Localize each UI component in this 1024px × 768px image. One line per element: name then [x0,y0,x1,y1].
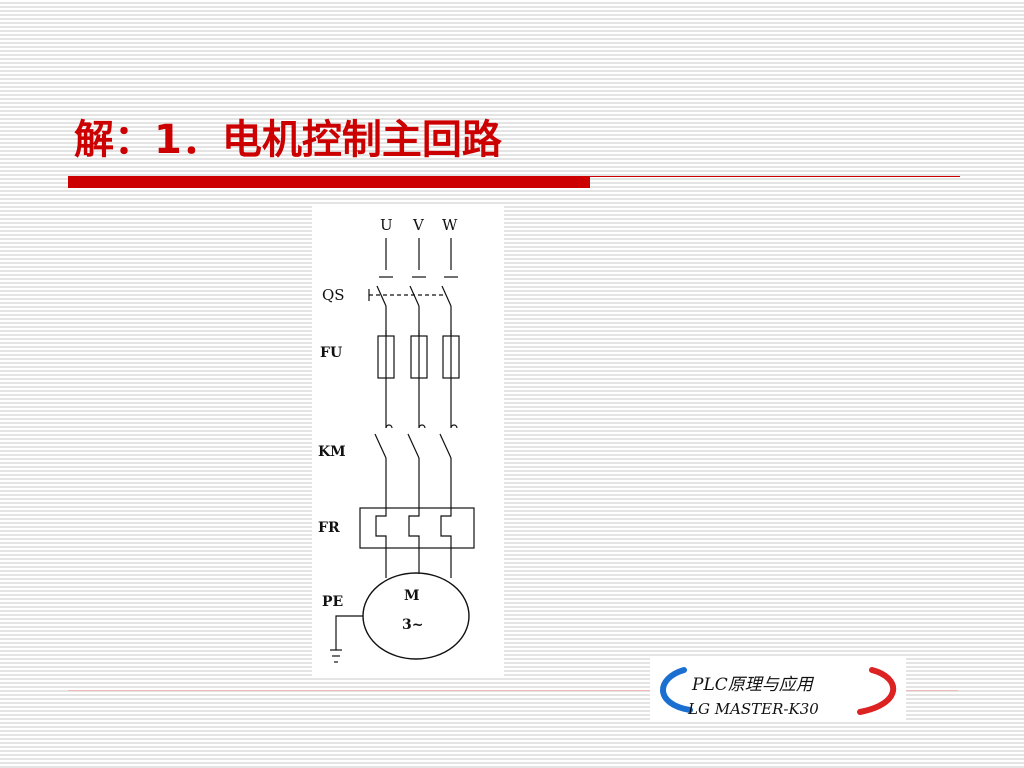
slide-title: 解：1．电机控制主回路 [74,117,502,163]
title-underline-thin [590,176,960,177]
label-km: KM [318,444,346,460]
qs-blade-u [376,285,387,307]
logo-title: PLC原理与应用 [691,675,815,695]
fr-relay-box [359,507,475,549]
label-fr: FR [318,520,340,536]
qs-blade-v [409,285,420,307]
fr-heater-u [375,508,387,548]
phase-label-v: V [412,216,425,234]
km-arc-v [418,424,426,429]
pe-ground-wire [335,615,363,650]
label-qs: QS [322,286,345,304]
logo-blue-swoosh [660,667,693,713]
footer-rule [68,690,958,691]
logo-red-swoosh [857,667,896,715]
motor-main-circuit-diagram: U V W QS FU KM FR PE M 3~ [312,206,504,676]
label-fu: FU [320,345,342,361]
fr-heater-w [440,508,452,548]
km-arc-u [385,424,393,429]
km-contact-w [439,433,452,459]
qs-blade-w [441,285,452,307]
motor-name-label: M [404,588,420,604]
motor-phase-label: 3~ [402,617,423,633]
km-contact-u [374,433,387,459]
logo-subtitle: LG MASTER-K30 [687,700,819,718]
km-arc-w [450,424,458,429]
fr-heater-v [408,508,420,548]
label-pe: PE [322,594,343,610]
km-contact-v [407,433,420,459]
course-logo: PLC原理与应用 LG MASTER-K30 [650,658,906,722]
phase-label-u: U [380,216,393,234]
title-underline-thick [68,176,590,188]
motor-circle [362,572,470,660]
phase-label-w: W [442,216,458,234]
